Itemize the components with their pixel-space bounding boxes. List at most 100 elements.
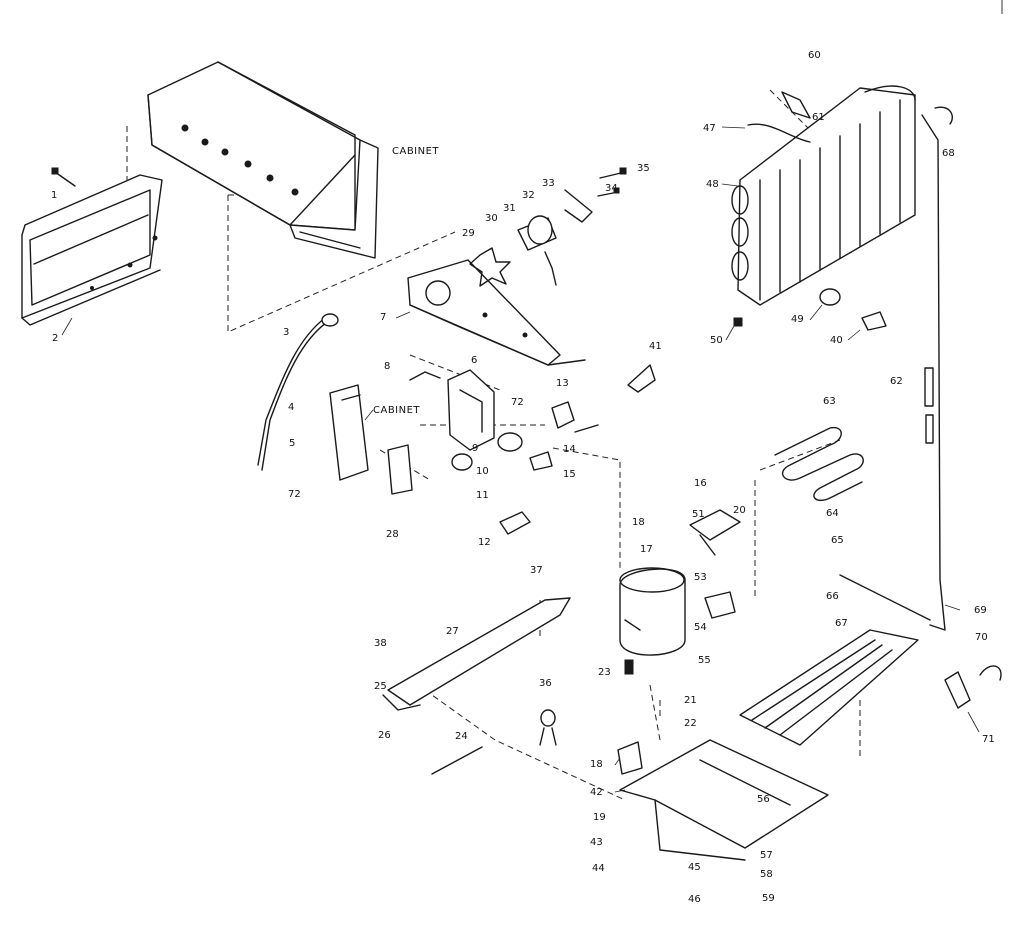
bracket-part-20 bbox=[689, 509, 741, 556]
base-frame-part-42 bbox=[619, 739, 829, 861]
callout-5: 5 bbox=[289, 438, 295, 449]
callout-23: 23 bbox=[598, 667, 611, 678]
cabinet-mid-box bbox=[329, 384, 369, 481]
callout-36: 36 bbox=[539, 678, 552, 689]
compressor-part-17 bbox=[619, 567, 686, 656]
callout-24: 24 bbox=[455, 731, 468, 742]
screw-part-1 bbox=[51, 167, 76, 187]
callout-labels: 60 61 68 47 48 49 50 40 35 34 33 32 31 3… bbox=[51, 50, 995, 905]
callout-44: 44 bbox=[592, 863, 605, 874]
callout-3: 3 bbox=[283, 327, 289, 338]
callout-32: 32 bbox=[522, 190, 535, 201]
callout-12: 12 bbox=[478, 537, 491, 548]
callout-55: 55 bbox=[698, 655, 711, 666]
fan-blade-part-30 bbox=[469, 247, 511, 287]
condenser-coil-part-48 bbox=[731, 85, 916, 306]
callout-72a: 72 bbox=[511, 397, 524, 408]
screw-part-35 bbox=[599, 167, 627, 179]
relay-part-13 bbox=[551, 401, 575, 429]
clamp-part-60 bbox=[781, 91, 811, 119]
fan-bracket-part-7 bbox=[407, 259, 586, 366]
callout-48: 48 bbox=[706, 179, 719, 190]
thermostat-part-11 bbox=[451, 453, 473, 471]
callout-69: 69 bbox=[974, 605, 987, 616]
callout-34: 34 bbox=[605, 183, 618, 194]
callout-71: 71 bbox=[982, 734, 995, 745]
callout-40: 40 bbox=[830, 335, 843, 346]
motor-part-49 bbox=[819, 288, 841, 306]
callout-13: 13 bbox=[556, 378, 569, 389]
callout-1: 1 bbox=[51, 190, 57, 201]
base-rail-part-26 bbox=[382, 597, 571, 711]
bracket-part-41 bbox=[627, 364, 656, 393]
clip-part-14 bbox=[574, 424, 599, 433]
cabinet-top-housing bbox=[147, 61, 379, 259]
callout-17: 17 bbox=[640, 544, 653, 555]
wire-part-8 bbox=[409, 371, 441, 381]
callout-42: 42 bbox=[590, 787, 603, 798]
callout-25: 25 bbox=[374, 681, 387, 692]
callout-57: 57 bbox=[760, 850, 773, 861]
callout-33: 33 bbox=[542, 178, 555, 189]
pad-part-12 bbox=[499, 511, 531, 535]
capacitor-part-10 bbox=[497, 432, 523, 452]
callout-16a: 16 bbox=[694, 478, 707, 489]
callout-29: 29 bbox=[462, 228, 475, 239]
callout-62: 62 bbox=[890, 376, 903, 387]
cabinet-label-mid: CABINET bbox=[373, 405, 420, 416]
callout-21: 21 bbox=[684, 695, 697, 706]
callout-37: 37 bbox=[530, 565, 543, 576]
callout-27: 27 bbox=[446, 626, 459, 637]
callout-6: 6 bbox=[471, 355, 477, 366]
callout-19: 19 bbox=[593, 812, 606, 823]
bracket-part-18b bbox=[617, 741, 643, 775]
callout-45: 45 bbox=[688, 862, 701, 873]
callout-15: 15 bbox=[563, 469, 576, 480]
callout-70: 70 bbox=[975, 632, 988, 643]
bracket-part-40 bbox=[861, 311, 887, 331]
evaporator-part-67 bbox=[739, 629, 919, 746]
callout-2: 2 bbox=[52, 333, 58, 344]
callout-4: 4 bbox=[288, 402, 294, 413]
spring-part-23 bbox=[624, 659, 634, 675]
callout-60: 60 bbox=[808, 50, 821, 61]
wire-harness-part-3 bbox=[257, 313, 339, 471]
callout-41: 41 bbox=[649, 341, 662, 352]
callout-20: 20 bbox=[733, 505, 746, 516]
callout-50: 50 bbox=[710, 335, 723, 346]
callout-66: 66 bbox=[826, 591, 839, 602]
callout-61: 61 bbox=[812, 112, 825, 123]
callout-8: 8 bbox=[384, 361, 390, 372]
sleeve-part-62 bbox=[924, 367, 934, 444]
callout-67: 67 bbox=[835, 618, 848, 629]
callout-22: 22 bbox=[684, 718, 697, 729]
clip-part-68 bbox=[934, 106, 953, 125]
fan-motor-part-32 bbox=[517, 215, 557, 286]
callout-38: 38 bbox=[374, 638, 387, 649]
callout-58: 58 bbox=[760, 869, 773, 880]
callout-26: 26 bbox=[378, 730, 391, 741]
callout-49: 49 bbox=[791, 314, 804, 325]
callout-53: 53 bbox=[694, 572, 707, 583]
callout-64: 64 bbox=[826, 508, 839, 519]
bulb-part-36 bbox=[539, 709, 557, 746]
callout-35: 35 bbox=[637, 163, 650, 174]
rod-part-24 bbox=[431, 746, 483, 775]
callout-14: 14 bbox=[563, 444, 576, 455]
callout-28: 28 bbox=[386, 529, 399, 540]
callout-56: 56 bbox=[757, 794, 770, 805]
callout-54: 54 bbox=[694, 622, 707, 633]
callout-63: 63 bbox=[823, 396, 836, 407]
callout-51: 51 bbox=[692, 509, 705, 520]
callout-30: 30 bbox=[485, 213, 498, 224]
mount-part-54 bbox=[704, 591, 736, 619]
callout-16b: 18 bbox=[632, 517, 645, 528]
side-panel-part-2 bbox=[21, 174, 163, 326]
switch-part-28 bbox=[387, 444, 413, 495]
cabinet-label-top: CABINET bbox=[392, 146, 439, 157]
callout-18: 18 bbox=[590, 759, 603, 770]
wire-part-47 bbox=[747, 123, 811, 143]
clip-part-70 bbox=[979, 665, 1002, 681]
callout-65: 65 bbox=[831, 535, 844, 546]
